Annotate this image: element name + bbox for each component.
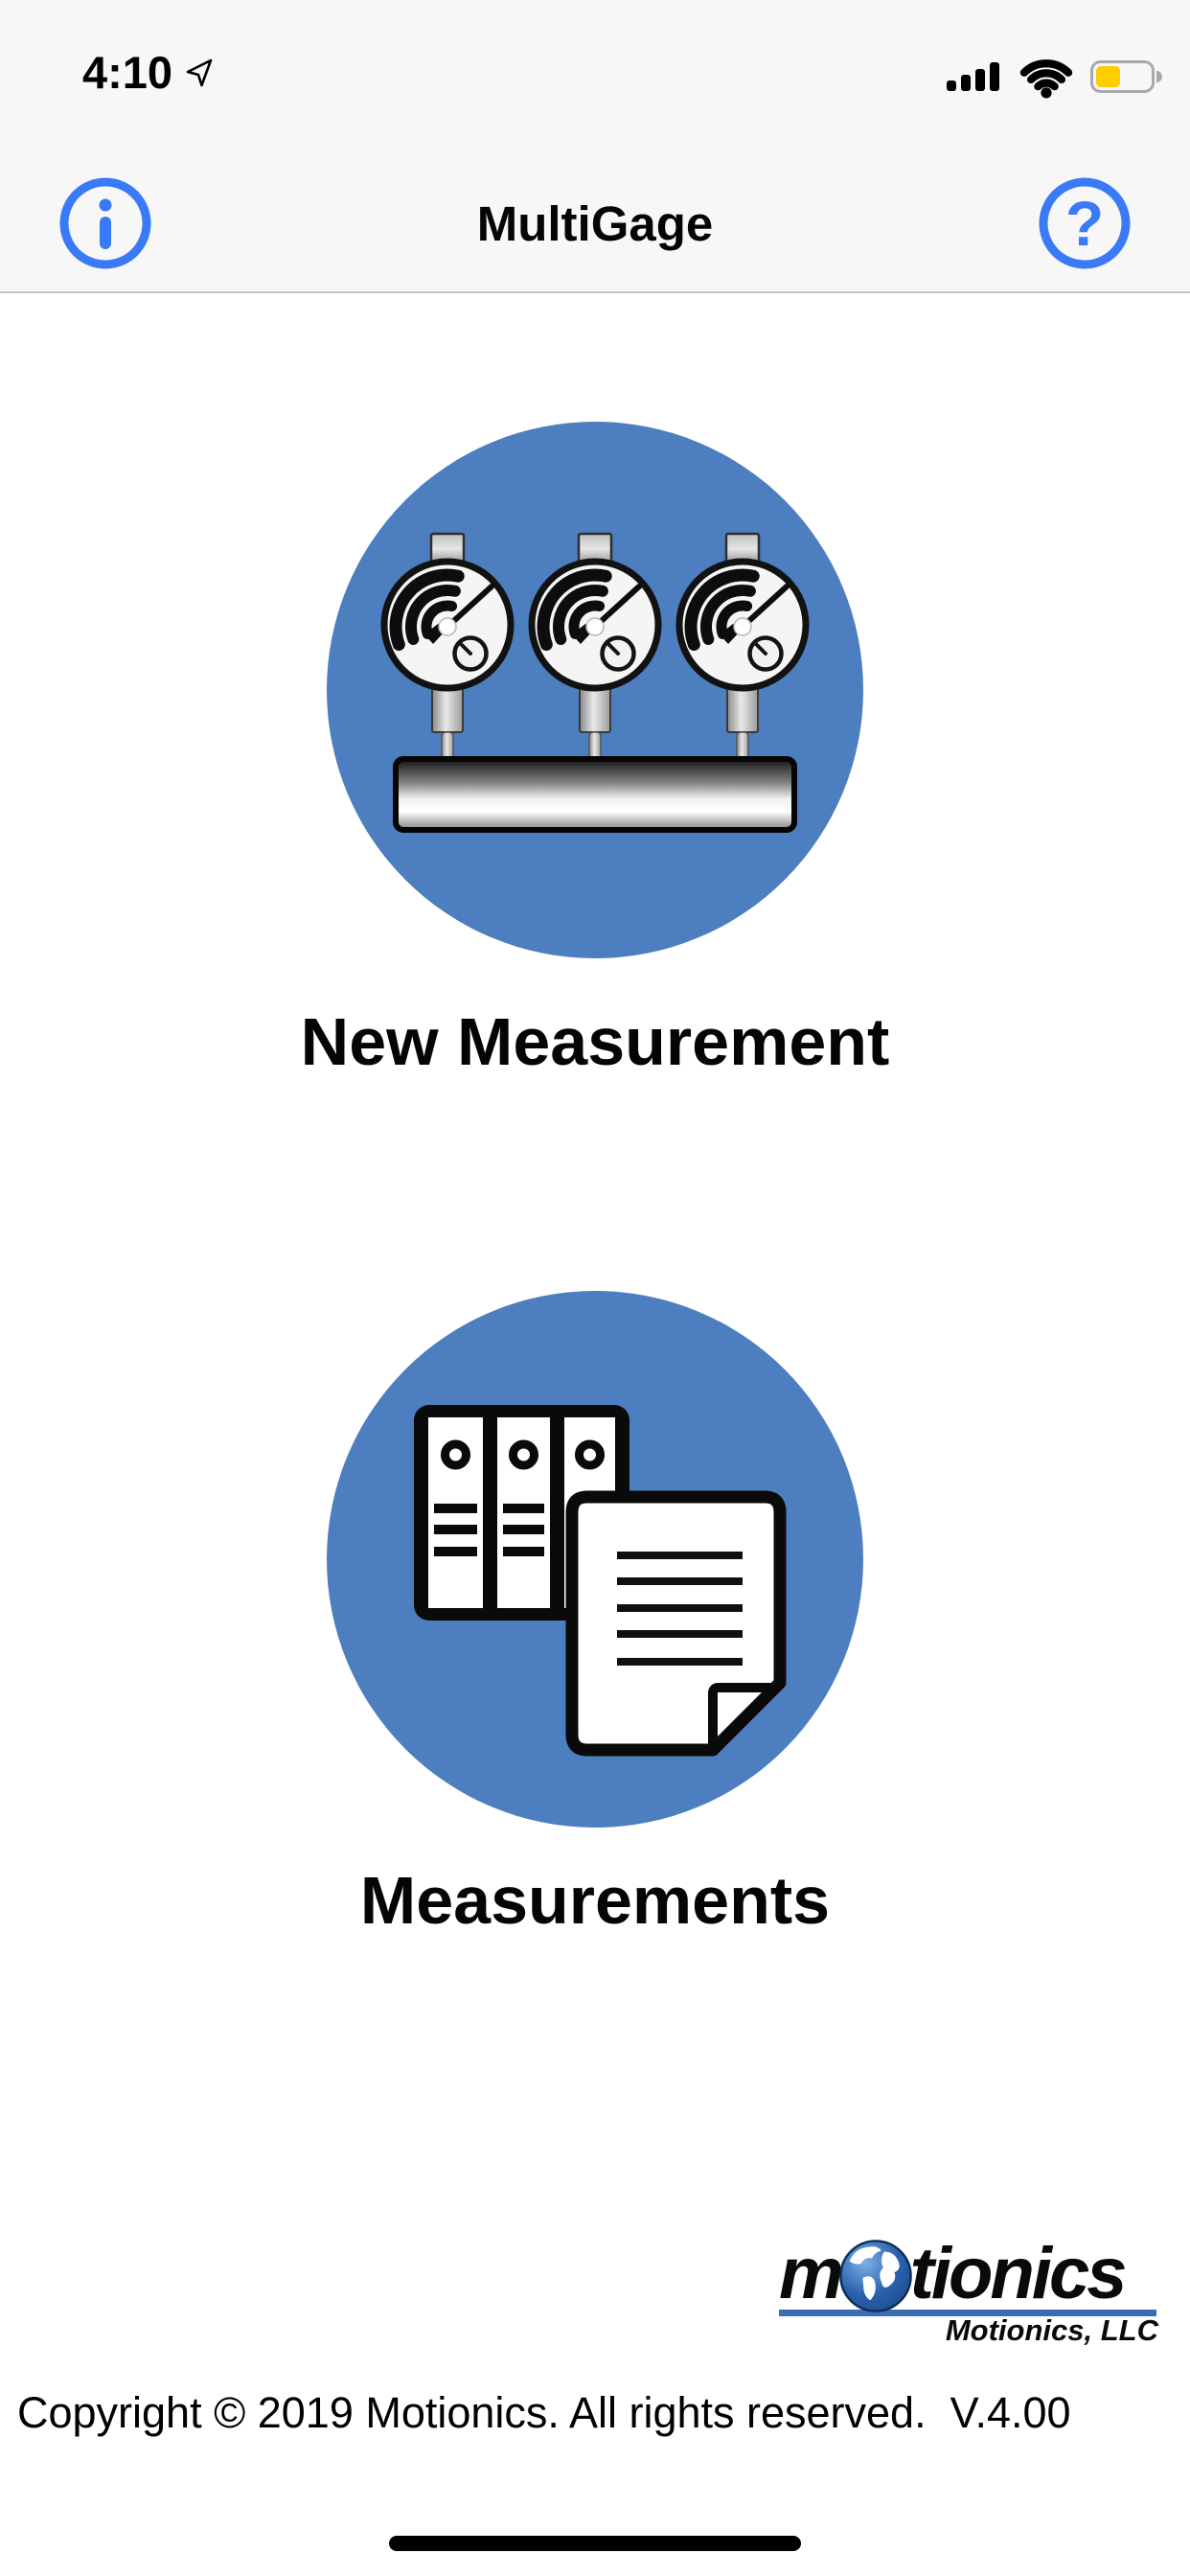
logo-text-prefix: m [779,2233,844,2314]
info-circle-icon [59,177,151,269]
battery-icon [1090,60,1162,93]
svg-text:?: ? [1065,188,1104,259]
dial-gauges-icon [327,422,863,958]
logo-wordmark: m tionics [779,2233,1128,2314]
signal-bars-icon [947,62,999,91]
measurements-button[interactable] [327,1291,863,1828]
status-time-group: 4:10 [82,46,215,99]
globe-icon [838,2240,912,2312]
measurements-label[interactable]: Measurements [359,1863,831,1938]
logo-subtext: Motionics, LLC [945,2313,1158,2347]
question-circle-icon: ? [1039,177,1131,269]
location-arrow-icon [186,58,213,86]
binders-document-icon [327,1291,863,1828]
help-button[interactable]: ? [1037,175,1133,271]
page-title: MultiGage [476,196,714,251]
status-nav-bar: 4:10 [0,0,1190,293]
motionics-logo: m tionics Motionics, LLC [779,2238,1158,2347]
logo-underline [779,2310,1156,2316]
home-indicator[interactable] [389,2536,801,2551]
info-button[interactable] [57,175,153,271]
status-right-icons [947,54,1165,100]
new-measurement-button[interactable] [327,422,863,958]
logo-text-suffix: tionics [909,2233,1128,2314]
new-measurement-label[interactable]: New Measurement [300,1004,890,1079]
copyright-text: Copyright © 2019 Motionics. All rights r… [17,2388,1071,2437]
wifi-icon [1019,58,1073,98]
status-time: 4:10 [82,47,173,98]
